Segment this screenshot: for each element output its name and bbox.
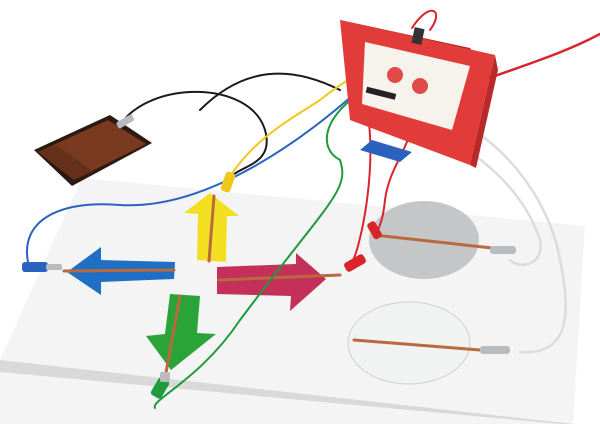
- black-wire-2: [199, 72, 341, 111]
- copper-tape-strips: [62, 194, 494, 380]
- foam-board-edge: [0, 360, 573, 424]
- clip-left-tip: [46, 264, 62, 270]
- clip-down: [150, 377, 170, 399]
- blue-wire: [25, 95, 353, 263]
- right-arrow-pad: [217, 253, 326, 311]
- pcb-hole-2: [412, 78, 428, 94]
- alligator-clips: [22, 114, 516, 399]
- down-arrow-pad: [146, 294, 216, 370]
- clip-gray-disc-right: [490, 246, 516, 254]
- clip-down-tip: [160, 372, 170, 382]
- copper-pad: [34, 115, 152, 186]
- usb-connector: [411, 27, 425, 45]
- case-side: [470, 55, 498, 168]
- red-usb-cable-top: [411, 9, 437, 31]
- white-wire-2: [428, 108, 567, 354]
- black-wire: [119, 90, 268, 179]
- clip-copper-pad: [116, 114, 135, 129]
- makey-board-case: [340, 20, 498, 168]
- green-wire: [153, 92, 361, 409]
- clip-gray-disc-left: [367, 221, 382, 240]
- case-stand: [360, 140, 412, 162]
- clip-up: [220, 171, 236, 193]
- clip-clear-disc: [480, 346, 510, 354]
- clip-right: [344, 254, 366, 272]
- clip-left: [22, 262, 48, 272]
- pcb-hole-1: [387, 67, 403, 83]
- header-pins: [365, 86, 397, 100]
- red-usb-cable: [493, 32, 600, 78]
